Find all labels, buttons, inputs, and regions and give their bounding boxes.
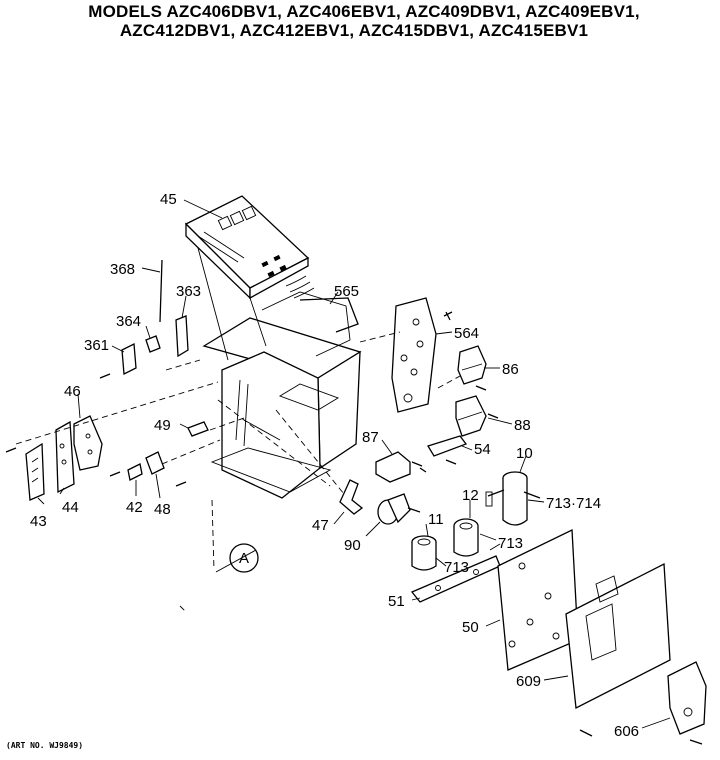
label-713-714: 713·714 (546, 495, 601, 512)
control-box-housing (197, 247, 362, 499)
part-565-baffle (299, 297, 359, 333)
part-46-rotary-switch (73, 415, 103, 471)
label-564: 564 (454, 325, 479, 342)
label-713-left: 713 (444, 559, 469, 576)
part-12-capacitor (453, 518, 479, 557)
label-11: 11 (428, 511, 444, 528)
leader-lines (37, 199, 671, 729)
assembly-dashed-lines (15, 331, 461, 613)
label-49: 49 (154, 417, 171, 434)
label-565: 565 (334, 283, 359, 300)
part-42-clip (127, 463, 143, 481)
label-90: 90 (344, 537, 361, 554)
label-43: 43 (30, 513, 47, 530)
label-45: 45 (160, 191, 177, 208)
part-11-capacitor (411, 535, 437, 571)
part-87-switch (375, 451, 427, 483)
label-368: 368 (110, 261, 135, 278)
label-47: 47 (312, 517, 329, 534)
part-49-clip (187, 421, 209, 437)
label-87: 87 (362, 429, 379, 446)
models-title-line-2: AZC412DBV1, AZC412EBV1, AZC415DBV1, AZC4… (119, 21, 589, 40)
part-54-bracket (427, 435, 468, 465)
label-86: 86 (502, 361, 519, 378)
part-45-control-panel (184, 195, 315, 300)
callout-labels: 45 368 363 364 361 565 564 86 88 46 49 8… (30, 191, 639, 740)
part-606-cover (667, 661, 707, 735)
label-48: 48 (154, 501, 171, 518)
part-10-capacitor (485, 471, 541, 526)
detail-a-marker: A (229, 543, 259, 573)
part-609-cover (565, 562, 671, 710)
part-90-thermostat (377, 493, 421, 525)
part-364-clip (145, 335, 161, 353)
label-51: 51 (388, 593, 405, 610)
part-47-bracket (339, 479, 364, 515)
part-361-bracket (121, 342, 137, 376)
label-361: 361 (84, 337, 109, 354)
part-88-relay (455, 395, 499, 437)
part-564-bracket (391, 297, 453, 413)
label-88: 88 (514, 417, 531, 434)
label-44: 44 (62, 499, 79, 516)
label-10: 10 (516, 445, 533, 462)
label-12: 12 (462, 487, 479, 504)
label-363: 363 (176, 283, 201, 300)
part-48-clip (145, 451, 165, 475)
screw-icons (5, 373, 703, 745)
label-46: 46 (64, 383, 81, 400)
label-364: 364 (116, 313, 141, 330)
label-50: 50 (462, 619, 479, 636)
label-54: 54 (474, 441, 491, 458)
part-44-switch (55, 420, 75, 494)
part-86-relay (457, 345, 487, 391)
part-43-switch-plate (25, 442, 45, 501)
part-368-shaft (159, 259, 163, 323)
label-713-right: 713 (498, 535, 523, 552)
art-number: (ART NO. WJ9849) (6, 741, 84, 750)
label-609: 609 (516, 673, 541, 690)
label-606: 606 (614, 723, 639, 740)
models-title-line-1: MODELS AZC406DBV1, AZC406EBV1, AZC409DBV… (88, 2, 640, 21)
label-42: 42 (126, 499, 143, 516)
part-363-bracket (175, 315, 189, 358)
detail-a-label: A (239, 550, 249, 567)
